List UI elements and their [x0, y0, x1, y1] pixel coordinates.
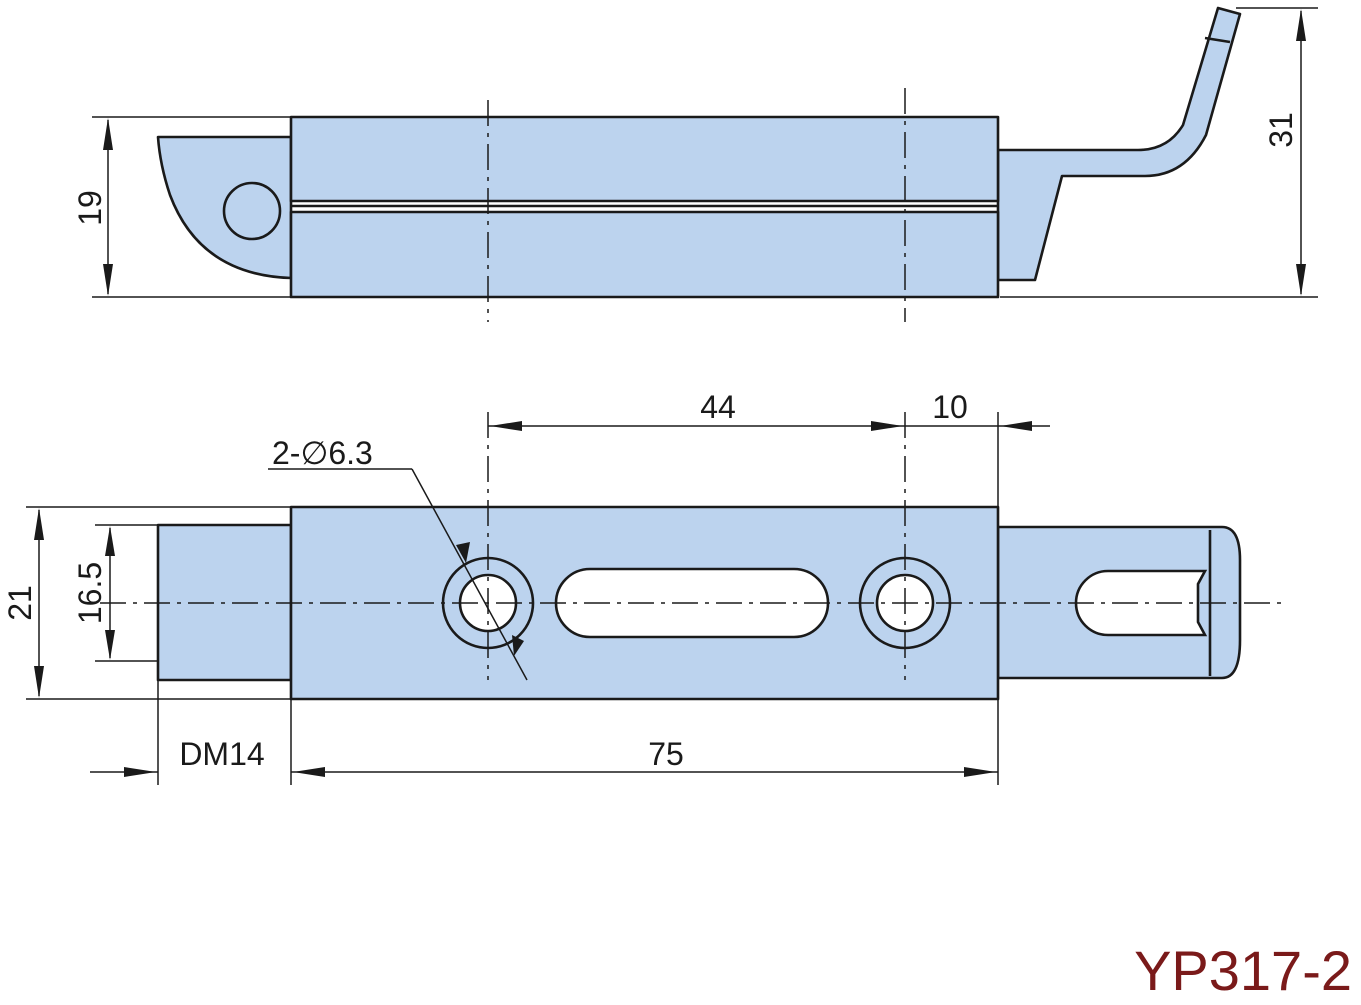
top-view: 2-∅6.3 44 10 21 16.5 DM14: [2, 389, 1285, 785]
dim-44-arrow-right: [871, 421, 903, 431]
dim-75-arrow-right: [964, 767, 996, 777]
dim-16-5-arrow-top: [105, 526, 115, 556]
dim-19-arrow-bottom: [103, 264, 113, 296]
dim-hole-callout-label: 2-∅6.3: [272, 435, 373, 471]
side-hook-tip-line: [1204, 36, 1231, 44]
side-body-upper: [289, 115, 1000, 203]
dim-end-offset-label: 10: [932, 389, 968, 425]
dim-10-arrow: [1000, 421, 1032, 431]
side-hook-arm: [996, 6, 1242, 282]
dim-19-arrow-top: [103, 118, 113, 150]
top-tongue-slot: [1074, 569, 1208, 637]
dim-31-arrow-bottom: [1296, 264, 1306, 296]
dim-total-height-label: 31: [1263, 112, 1299, 148]
dim-width-label: 21: [2, 585, 38, 621]
dim-21-arrow-bottom: [34, 666, 44, 698]
side-body-lower: [289, 210, 1000, 299]
side-pin-hole: [222, 181, 282, 241]
dim-31-arrow-top: [1296, 9, 1306, 41]
model-number: YP317-2: [1134, 939, 1352, 1002]
hole-callout-arrow-2: [512, 635, 524, 656]
dim-body-length-label: 75: [648, 736, 684, 772]
side-view: 19 31: [72, 6, 1318, 322]
dim-dm14-arrow: [124, 767, 156, 777]
dim-inner-width-label: 16.5: [72, 562, 108, 624]
dim-75-arrow-left: [293, 767, 325, 777]
dim-21-arrow-top: [34, 508, 44, 540]
dim-16-5-arrow-bottom: [105, 630, 115, 660]
hole-callout-leader: [411, 468, 528, 681]
dim-44-arrow-left: [490, 421, 522, 431]
dim-side-height-label: 19: [72, 190, 108, 226]
dim-thread-label: DM14: [179, 736, 264, 772]
hole-callout-arrow-1: [456, 542, 470, 563]
dim-hole-spacing-label: 44: [700, 389, 736, 425]
